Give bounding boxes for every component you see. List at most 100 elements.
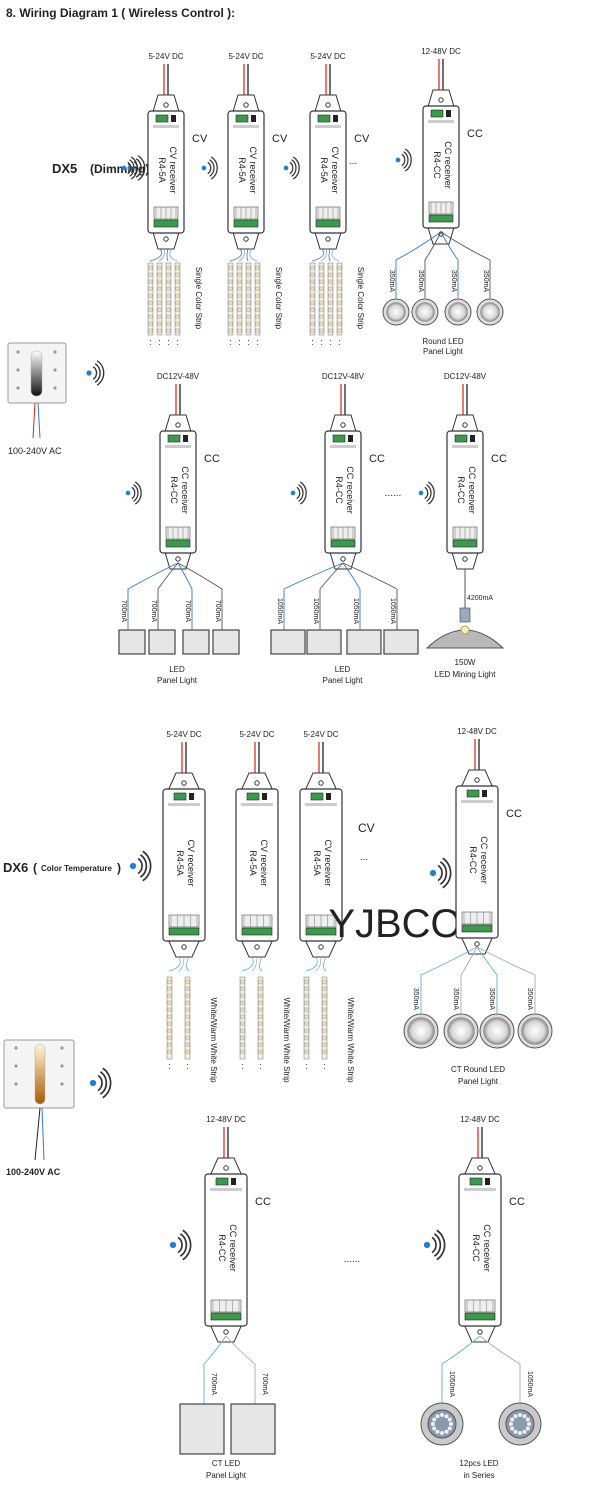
power-label: 100-240V AC (8, 446, 62, 456)
strip-led (240, 1000, 245, 1005)
strip-led (166, 279, 171, 284)
downlight-led (513, 1429, 518, 1434)
receiver-model: R4-5A (175, 850, 185, 876)
dimmer-slider (30, 350, 43, 397)
strip-led (228, 328, 233, 333)
current-label: 1050mA (276, 598, 283, 624)
receiver-model: R4-5A (237, 157, 247, 183)
strip-led (166, 272, 171, 277)
receiver-body (227, 110, 265, 234)
panel-button-icon (14, 1082, 18, 1086)
strip-led (228, 300, 233, 305)
learn-key (482, 790, 487, 797)
load-label: in Series (463, 1471, 494, 1480)
mount-hole (438, 97, 444, 103)
led-strip: : (166, 976, 173, 1071)
learn-key (251, 115, 256, 122)
label-strip (233, 125, 259, 128)
receiver-model: R4-CC (468, 846, 478, 874)
receiver-body (458, 1173, 502, 1327)
mount-hole (243, 236, 249, 242)
strip-led (185, 1042, 190, 1047)
load-label: LED Mining Light (435, 670, 497, 679)
receiver-name: CV receiver (186, 839, 196, 886)
strip-led (258, 1042, 263, 1047)
mount-hole (477, 1165, 483, 1171)
current-label: 700mA (261, 1373, 268, 1396)
mode-label: CC (467, 128, 483, 140)
wire (315, 956, 322, 972)
current-label: 700mA (120, 600, 127, 623)
strip-led (246, 279, 251, 284)
strip-led (328, 265, 333, 270)
signal-arc (99, 1071, 108, 1095)
round-panel-light (382, 298, 410, 326)
strip-continue: : (186, 1061, 189, 1071)
supply-label: 5-24V DC (228, 52, 263, 61)
wire (241, 956, 254, 972)
strip-led (322, 979, 327, 984)
supply-label: DC12V-48V (157, 372, 200, 381)
strip-continue: : (338, 337, 341, 347)
signal-arc (102, 1067, 112, 1099)
mount-hole (474, 941, 480, 947)
downlight-led (510, 1426, 515, 1431)
receiver-model: R4-CC (456, 476, 466, 504)
round-panel-light (444, 298, 472, 326)
input-terminal (469, 1177, 483, 1186)
wire (342, 562, 398, 630)
output-terminal (461, 924, 493, 933)
load-label: Panel Light (206, 1471, 247, 1480)
label-strip (428, 120, 454, 123)
wire (186, 956, 190, 972)
mode-label: CV (272, 133, 288, 145)
strip-body (147, 262, 154, 336)
strip-led (310, 272, 315, 277)
wireless-signal-icon (125, 481, 142, 505)
strip-led (322, 1035, 327, 1040)
strip-led (148, 286, 153, 291)
signal-arc (130, 156, 138, 180)
mount-hole (223, 1165, 229, 1171)
mount-hole (175, 422, 181, 428)
strip-led (322, 1021, 327, 1026)
strip-led (185, 1007, 190, 1012)
current-label: 350mA (412, 988, 419, 1011)
strip-led (167, 1035, 172, 1040)
signal-arc (292, 156, 300, 180)
strip-led (185, 1049, 190, 1054)
strip-led (258, 1021, 263, 1026)
mount-hole (163, 102, 169, 108)
strip-continue: : (149, 337, 152, 347)
strip-led (246, 328, 251, 333)
mount-hole (223, 1329, 229, 1335)
strip-led (167, 1042, 172, 1047)
wire (203, 1335, 227, 1404)
strip-led (310, 307, 315, 312)
strip-led (175, 272, 180, 277)
round-panel-light (479, 1013, 515, 1049)
downlight-led (449, 1422, 453, 1426)
strip-led (175, 300, 180, 305)
strip-led (328, 300, 333, 305)
supply-label: 12-48V DC (460, 1115, 500, 1124)
signal-arc (142, 850, 152, 882)
input-terminal (235, 114, 249, 123)
strip-led (255, 279, 260, 284)
signal-dot (429, 869, 437, 877)
mount-hole (318, 780, 324, 786)
led-strip: : (227, 262, 234, 347)
strip-body (336, 262, 343, 336)
strip-led (167, 986, 172, 991)
panel-button-icon (14, 1064, 18, 1068)
strip-led (337, 321, 342, 326)
mount-hole (474, 777, 480, 783)
signal-arc (131, 486, 136, 500)
strip-led (258, 1000, 263, 1005)
output-terminal (305, 927, 337, 936)
downlight-led (510, 1417, 515, 1422)
wire (166, 248, 169, 262)
strip-led (240, 1007, 245, 1012)
